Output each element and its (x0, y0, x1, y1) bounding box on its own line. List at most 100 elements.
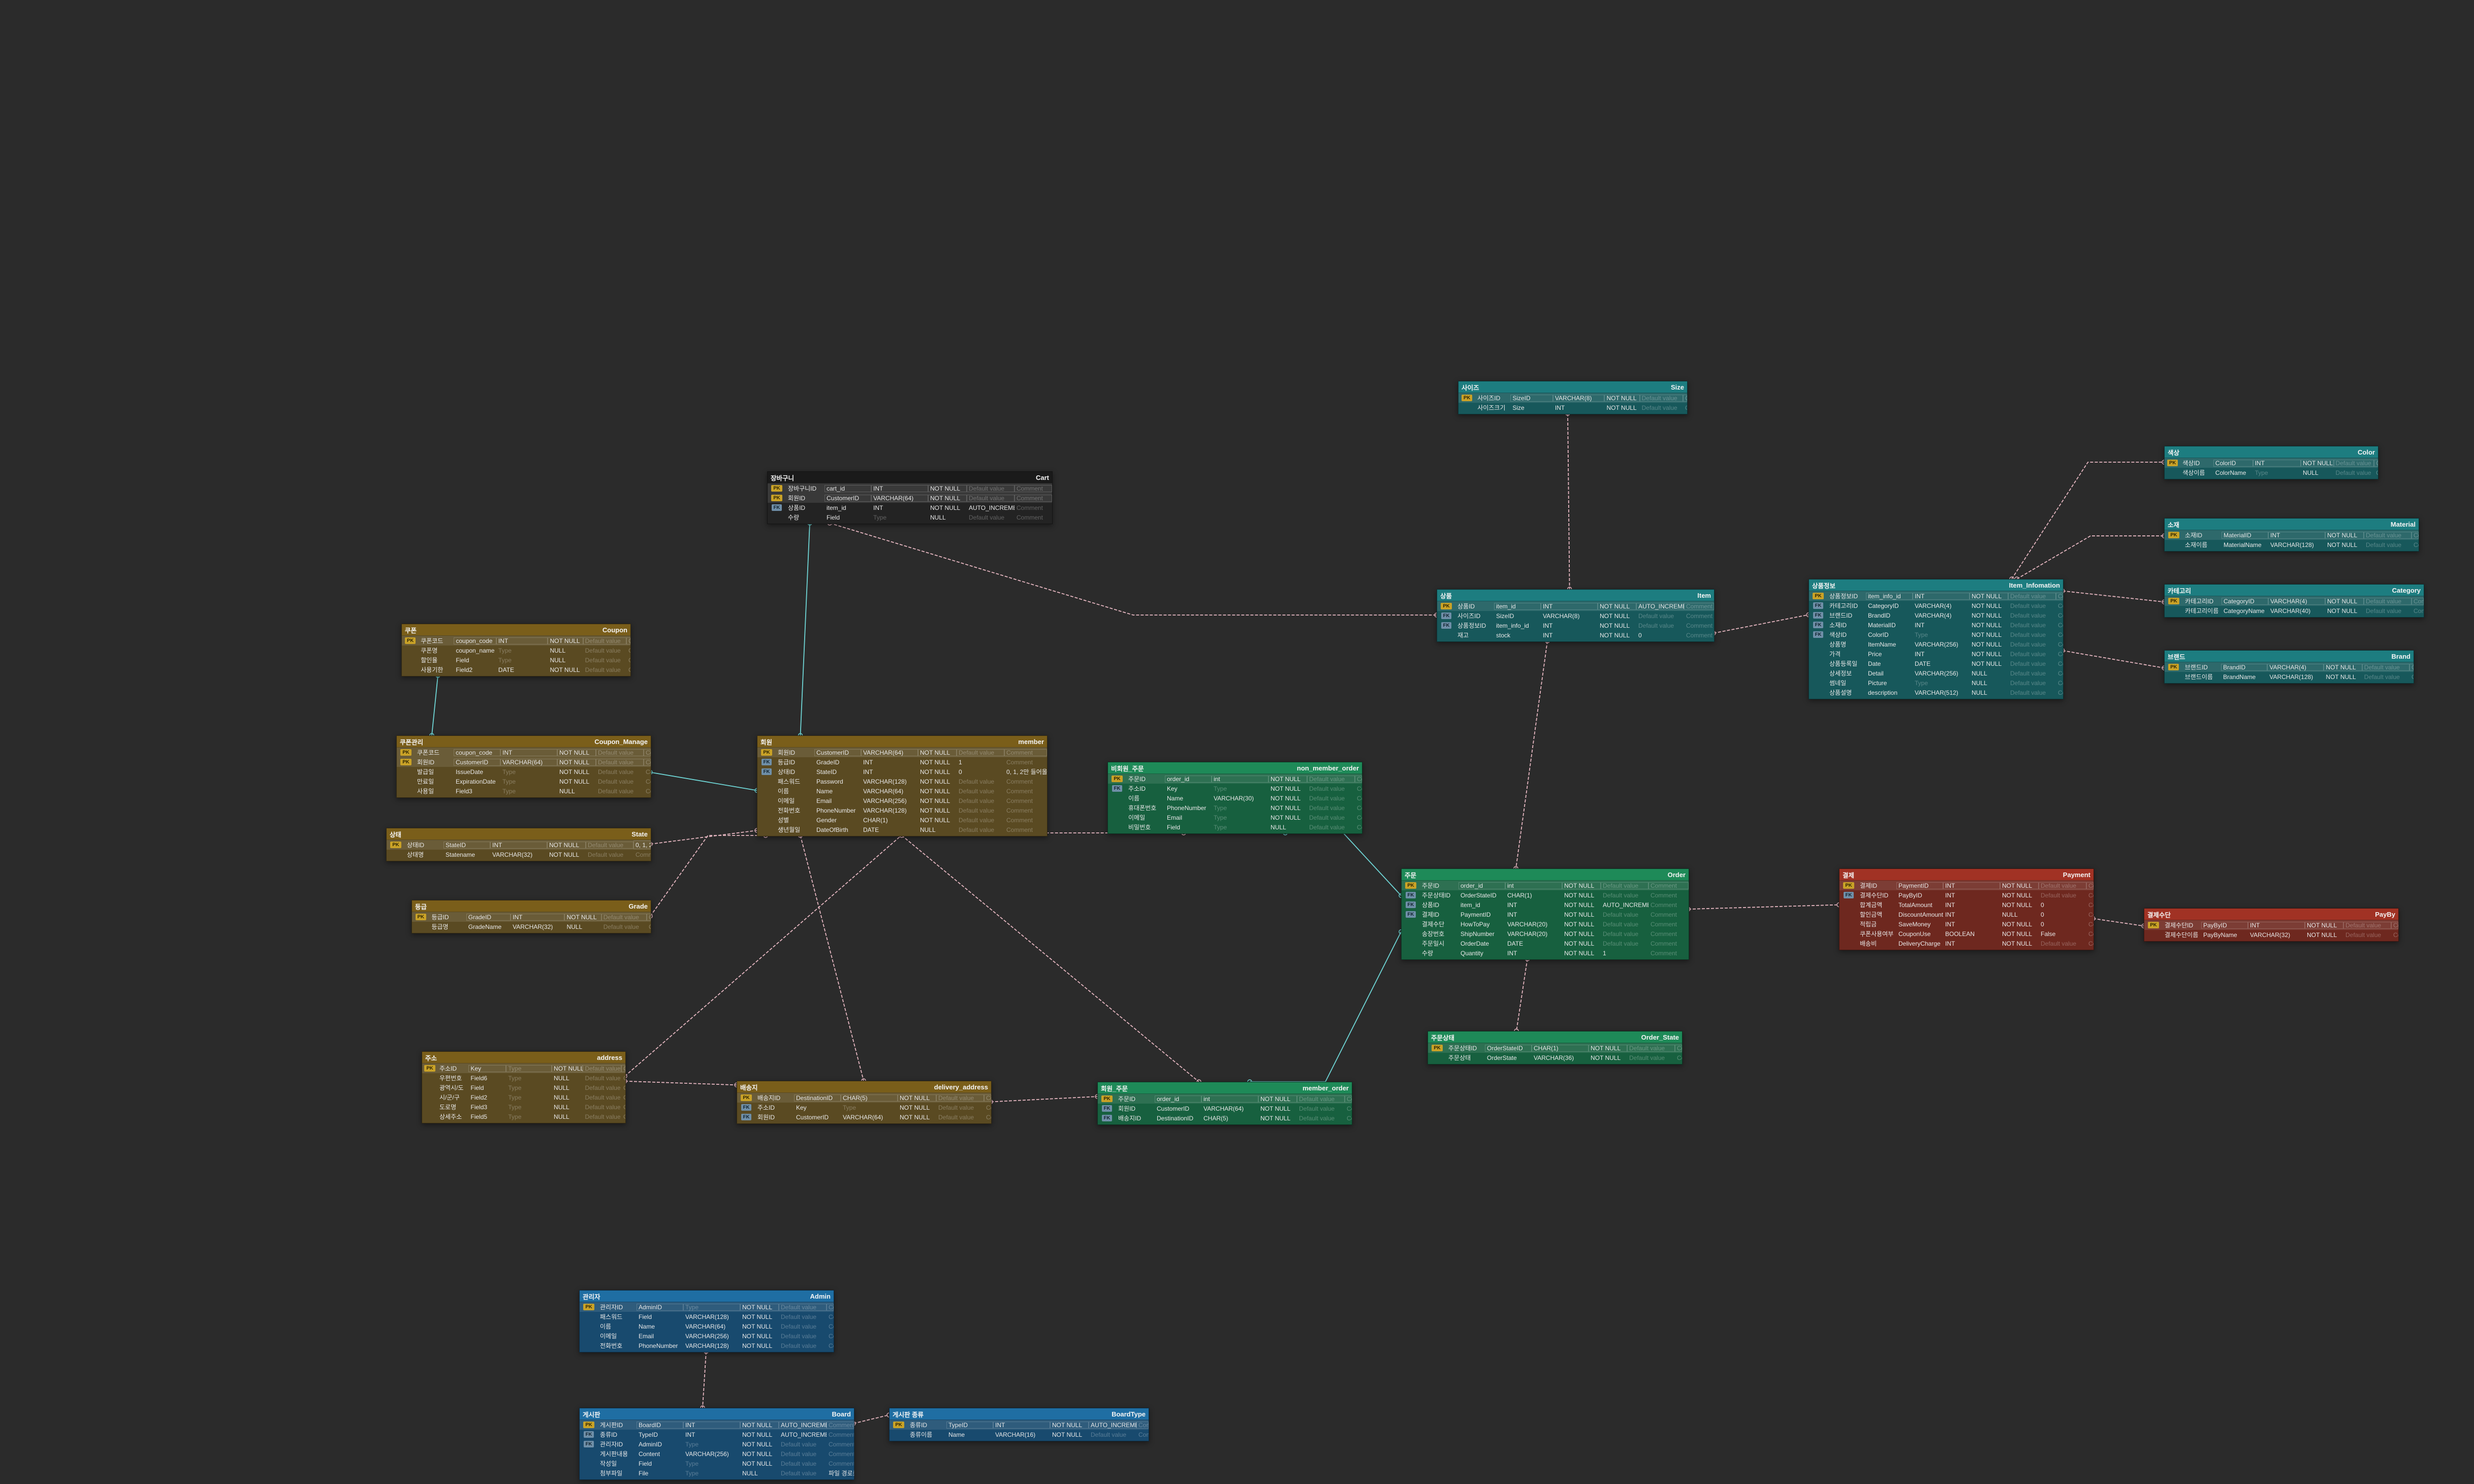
column-logical-name[interactable]: 주소ID (1128, 785, 1146, 792)
column-default[interactable]: Default value (588, 851, 624, 858)
column-type[interactable]: VARCHAR(4) (1915, 611, 1952, 619)
column-default[interactable]: Default value (2041, 891, 2077, 899)
column-physical-name[interactable]: StateID (816, 768, 837, 776)
column-comment[interactable]: Comment (1357, 823, 1362, 831)
column-nullable[interactable]: NULL (554, 1103, 569, 1111)
column-nullable[interactable]: NOT NULL (2002, 901, 2033, 909)
column-physical-name[interactable]: ColorID (1868, 631, 1889, 638)
column-type[interactable]: int (1201, 1095, 1258, 1103)
column-physical-name[interactable]: DiscountAmount (1898, 911, 1943, 918)
column-type[interactable]: Type (508, 1103, 522, 1111)
column-nullable[interactable]: NOT NULL (564, 914, 601, 921)
column-type[interactable]: VARCHAR(256) (685, 1450, 729, 1458)
column-type[interactable]: BOOLEAN (1945, 930, 1975, 938)
column-logical-name[interactable]: 썸네일 (1829, 680, 1847, 687)
column-default[interactable]: Default value (959, 816, 995, 824)
relationship-line[interactable] (800, 523, 810, 736)
column-logical-name[interactable]: 비밀번호 (1128, 824, 1151, 831)
column-comment[interactable]: Comment (646, 787, 651, 795)
column-logical-name[interactable]: 도로명 (439, 1104, 457, 1111)
column-type[interactable]: VARCHAR(4) (2267, 664, 2324, 671)
column-comment[interactable]: Comment (2058, 650, 2063, 658)
column-logical-name[interactable]: 상세주소 (439, 1113, 462, 1120)
column-type[interactable]: INT (1945, 920, 1955, 928)
column-physical-name[interactable]: Field3 (456, 787, 472, 795)
column-type[interactable]: CHAR(1) (1532, 1045, 1589, 1052)
column-nullable[interactable]: NULL (1271, 823, 1286, 831)
column-logical-name[interactable]: 브랜드이름 (2184, 673, 2213, 681)
column-physical-name[interactable]: item_id (1494, 603, 1541, 610)
column-nullable[interactable]: NOT NULL (920, 806, 950, 814)
column-comment[interactable]: Comment (1648, 882, 1689, 889)
column-nullable[interactable]: NOT NULL (920, 816, 950, 824)
relationship-line[interactable] (901, 835, 1199, 1082)
column-comment[interactable]: Comment (2088, 901, 2094, 909)
column-type[interactable]: INT (685, 1431, 695, 1438)
column-nullable[interactable]: NOT NULL (1564, 920, 1595, 928)
column-type[interactable]: VARCHAR(36) (1534, 1054, 1574, 1061)
column-type[interactable]: CHAR(1) (863, 816, 888, 824)
column-type[interactable]: DATE (1915, 660, 1931, 667)
column-nullable[interactable]: NOT NULL (1564, 949, 1595, 957)
column-default[interactable]: Default value (1603, 911, 1639, 918)
column-default[interactable]: Default value (1603, 940, 1639, 947)
column-nullable[interactable]: NOT NULL (1972, 602, 2002, 609)
column-nullable[interactable]: NOT NULL (1972, 631, 2002, 638)
column-type[interactable]: INT (873, 504, 883, 511)
column-logical-name[interactable]: 소재ID (2185, 532, 2203, 539)
column-nullable[interactable]: NOT NULL (1600, 631, 1630, 639)
column-type[interactable]: VARCHAR(4) (1915, 602, 1952, 609)
column-default[interactable]: Default value (936, 1094, 984, 1102)
column-physical-name[interactable]: OrderStateID (1485, 1045, 1532, 1052)
column-type[interactable]: VARCHAR(128) (685, 1313, 729, 1320)
column-logical-name[interactable]: 상품ID (1422, 901, 1440, 909)
column-physical-name[interactable]: TotalAmount (1898, 901, 1932, 909)
column-nullable[interactable]: NOT NULL (928, 495, 967, 502)
column-logical-name[interactable]: 상태ID (407, 842, 425, 849)
column-comment[interactable]: Comment (2088, 891, 2094, 899)
column-comment[interactable]: Comment (2374, 460, 2378, 467)
column-default[interactable]: AUTO_INCREMENT (1603, 901, 1648, 909)
column-logical-name[interactable]: 주문ID (1422, 882, 1440, 889)
column-default[interactable]: Default value (596, 749, 644, 756)
column-nullable[interactable]: NOT NULL (900, 1104, 930, 1111)
column-default[interactable]: AUTO_INCREMENT (969, 504, 1014, 511)
column-logical-name[interactable]: 등급ID (431, 914, 449, 921)
column-default[interactable]: Default value (1638, 622, 1674, 629)
column-physical-name[interactable]: CustomerID (1157, 1105, 1190, 1112)
column-comment[interactable]: 파일 경로를 저장 (829, 1470, 854, 1477)
column-default[interactable]: Default value (585, 656, 621, 664)
column-logical-name[interactable]: 주문상태 (1448, 1054, 1471, 1061)
column-type[interactable]: INT (1943, 882, 2000, 889)
column-type[interactable]: Type (1915, 631, 1928, 638)
column-physical-name[interactable]: Key (468, 1065, 506, 1072)
column-logical-name[interactable]: 만료일 (417, 778, 434, 785)
column-nullable[interactable]: NOT NULL (742, 1460, 773, 1467)
column-physical-name[interactable]: Key (796, 1104, 807, 1111)
column-comment[interactable]: Comment (1651, 911, 1677, 918)
column-logical-name[interactable]: 쿠폰명 (421, 647, 438, 654)
column-logical-name[interactable]: 할인율 (421, 657, 438, 664)
